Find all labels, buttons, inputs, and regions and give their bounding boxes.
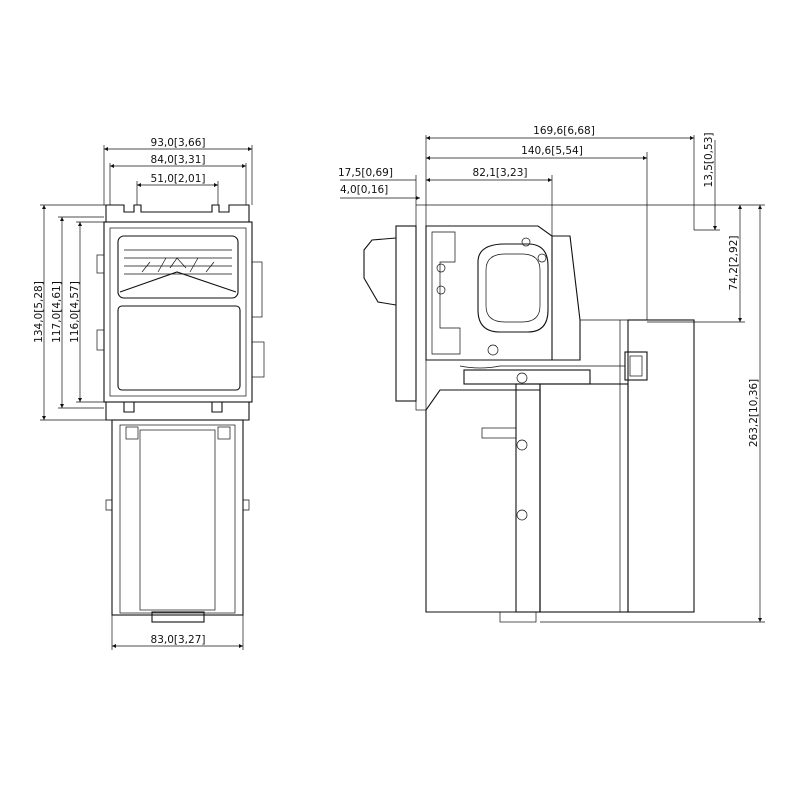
side-rear-upper bbox=[552, 235, 581, 361]
side-screw bbox=[521, 237, 531, 247]
dim-label-263: 263,2[10,36] bbox=[748, 379, 760, 447]
front-cashbox-panel bbox=[139, 429, 216, 611]
side-connector-pins bbox=[629, 355, 643, 377]
dim-label-117: 117,0[4,61] bbox=[51, 281, 63, 343]
side-head-housing bbox=[425, 225, 553, 361]
side-roller-inner bbox=[485, 253, 541, 323]
front-bottom-flange bbox=[105, 401, 250, 421]
dim-label-169: 169,6[6,68] bbox=[533, 125, 595, 137]
front-bezel-inner bbox=[109, 227, 247, 397]
front-entry-grille bbox=[124, 249, 232, 275]
side-view: 169,6[6,68] 140,6[5,54] 82,1[3,23] 17,5[… bbox=[338, 125, 765, 623]
side-rear-extension bbox=[627, 319, 695, 613]
front-note-slot bbox=[119, 271, 237, 293]
side-connector bbox=[624, 351, 648, 381]
side-screw bbox=[537, 253, 547, 263]
side-cashbox-rail bbox=[515, 383, 541, 613]
dim-label-17: 17,5[0,69] bbox=[338, 167, 393, 179]
dim-label-74: 74,2[2,92] bbox=[728, 236, 740, 291]
side-screw bbox=[436, 285, 446, 295]
dim-label-140: 140,6[5,54] bbox=[521, 145, 583, 157]
dim-label-83: 83,0[3,27] bbox=[151, 634, 206, 646]
front-slot-arrows bbox=[141, 257, 215, 273]
side-head-inner bbox=[431, 231, 461, 355]
front-cashbox-foot bbox=[151, 611, 205, 623]
front-cashbox-inner bbox=[119, 424, 236, 614]
dim-label-84: 84,0[3,31] bbox=[151, 154, 206, 166]
front-cashbox-tab-right bbox=[217, 426, 231, 440]
front-right-clip bbox=[251, 341, 265, 378]
front-bezel bbox=[103, 221, 253, 403]
front-cashbox-latches bbox=[105, 499, 250, 511]
dim-label-4: 4,0[0,16] bbox=[340, 184, 388, 196]
side-cashbox bbox=[425, 389, 541, 613]
dim-label-93: 93,0[3,66] bbox=[151, 137, 206, 149]
side-screw bbox=[436, 263, 446, 273]
front-top-flange bbox=[105, 204, 250, 223]
side-mount-plate bbox=[415, 204, 427, 411]
front-view: 93,0[3,66] 84,0[3,31] 51,0[2,01] 134,0[5… bbox=[33, 137, 265, 650]
side-cashbox-handle bbox=[481, 427, 517, 439]
dim-label-134: 134,0[5,28] bbox=[33, 281, 45, 343]
front-right-bracket bbox=[251, 261, 263, 318]
side-screw bbox=[516, 439, 528, 451]
dim-label-116: 116,0[4,57] bbox=[69, 281, 81, 343]
side-screw bbox=[487, 344, 499, 356]
dim-label-13: 13,5[0,53] bbox=[703, 133, 715, 188]
side-wire-harness bbox=[459, 365, 625, 369]
front-cashbox bbox=[111, 419, 244, 616]
side-screw bbox=[516, 372, 528, 384]
side-roller-housing bbox=[477, 243, 549, 333]
side-foot bbox=[499, 611, 537, 623]
front-lower-window bbox=[117, 305, 241, 391]
front-entry-window bbox=[117, 235, 239, 299]
front-left-clip-top bbox=[96, 254, 105, 274]
front-cashbox-tab-left bbox=[125, 426, 139, 440]
side-rear-cabinet bbox=[539, 383, 629, 613]
side-bezel bbox=[395, 225, 417, 402]
dim-label-82: 82,1[3,23] bbox=[473, 167, 528, 179]
side-bezel-nose bbox=[363, 237, 397, 306]
dim-label-51: 51,0[2,01] bbox=[151, 173, 206, 185]
side-screw bbox=[516, 509, 528, 521]
front-left-clip-bottom bbox=[96, 329, 105, 351]
